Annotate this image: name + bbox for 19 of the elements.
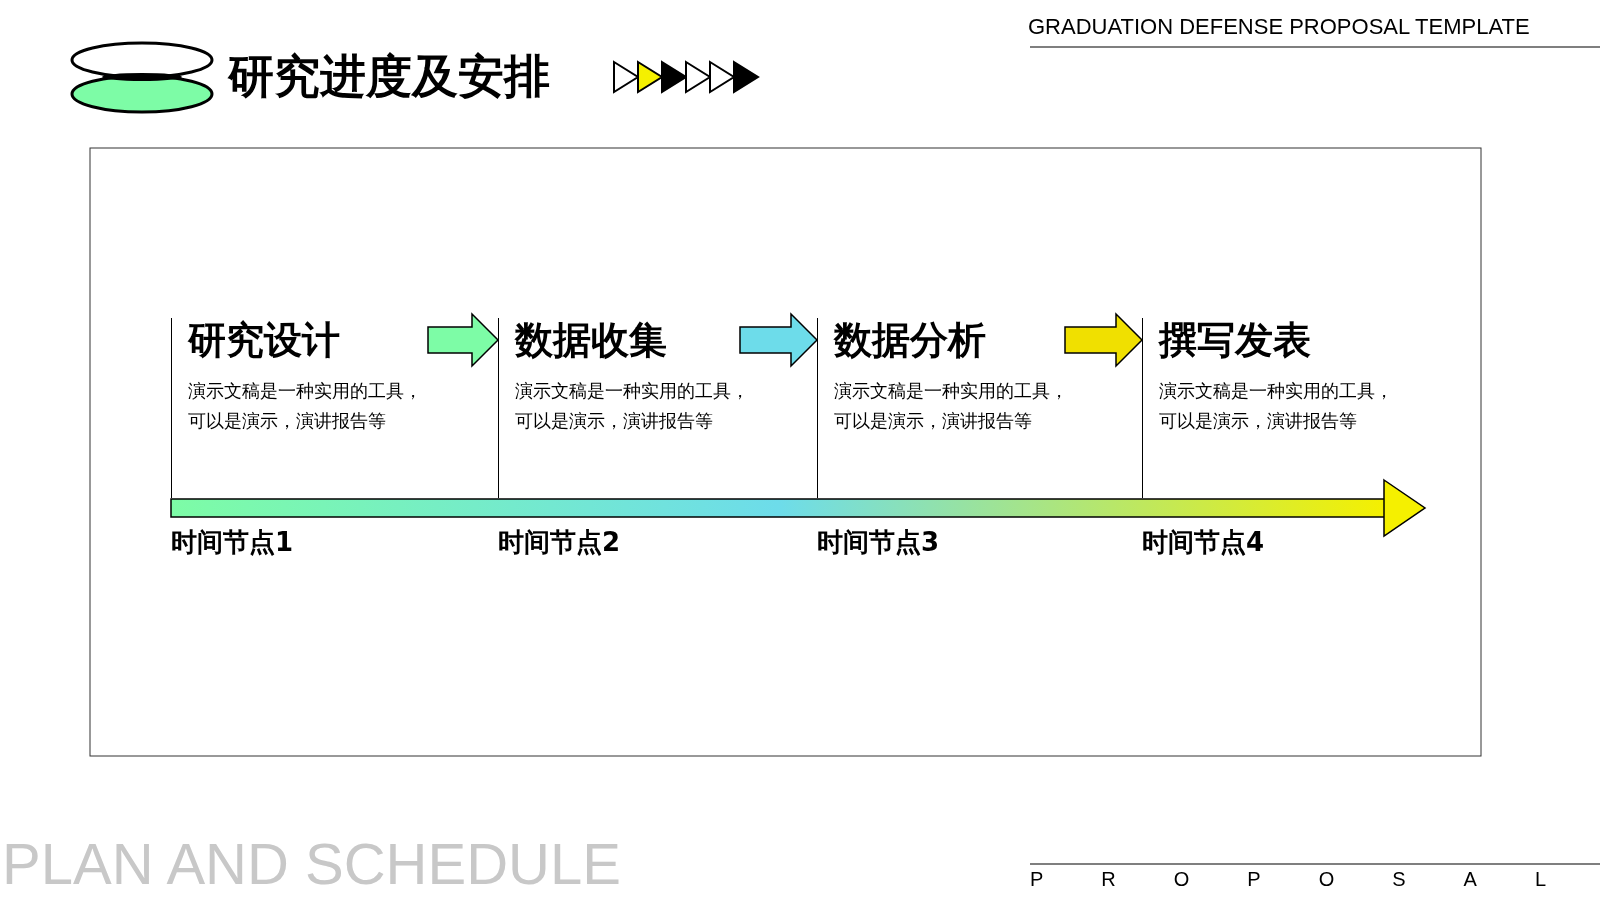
time-point-label: 时间节点2: [498, 526, 621, 559]
stage-heading: 撰写发表: [1159, 318, 1311, 362]
stage-description: 演示文稿是一种实用的工具，可以是演示，演讲报告等: [834, 379, 1069, 433]
header-text: GRADUATION DEFENSE PROPOSAL TEMPLATE: [1028, 14, 1530, 40]
stage-description: 演示文稿是一种实用的工具，可以是演示，演讲报告等: [1159, 379, 1394, 433]
block-arrow: [1064, 312, 1144, 368]
stage-heading: 研究设计: [188, 318, 340, 362]
footer-text: PROPOSAL: [1030, 868, 1600, 891]
stage-heading: 数据收集: [515, 318, 667, 362]
time-point-label: 时间节点4: [1142, 526, 1265, 559]
block-arrow: [739, 312, 819, 368]
time-point-label: 时间节点1: [171, 526, 294, 559]
block-arrow: [427, 312, 500, 368]
stage-description: 演示文稿是一种实用的工具，可以是演示，演讲报告等: [515, 379, 750, 433]
slide-title: 研究进度及安排: [228, 48, 550, 104]
stage-panel: [498, 318, 740, 498]
stage-heading: 数据分析: [834, 318, 986, 362]
stage-description: 演示文稿是一种实用的工具，可以是演示，演讲报告等: [188, 379, 423, 433]
time-point-label: 时间节点3: [817, 526, 940, 559]
